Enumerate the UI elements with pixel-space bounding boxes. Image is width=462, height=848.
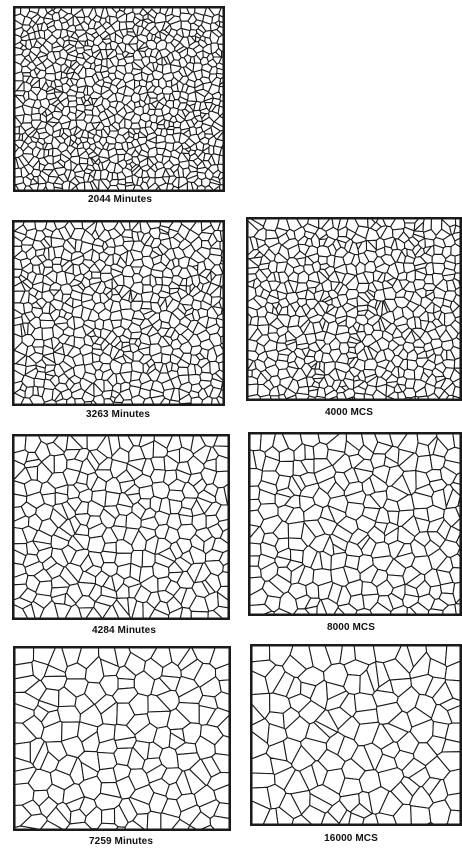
panel-caption: 16000 MCS bbox=[324, 833, 378, 844]
grain-cell bbox=[197, 185, 206, 190]
grain-cell bbox=[429, 800, 451, 824]
grain-cell bbox=[112, 172, 118, 179]
grain-boundaries bbox=[252, 646, 460, 824]
grain-cell bbox=[177, 367, 188, 376]
grain-cell bbox=[58, 706, 81, 722]
micrograph-panel-16000-mcs bbox=[250, 644, 462, 826]
grain-cell bbox=[454, 358, 460, 369]
grain-cell bbox=[250, 566, 261, 578]
grain-cell bbox=[354, 393, 364, 399]
grain-cell bbox=[248, 370, 252, 377]
grain-cell bbox=[92, 272, 101, 278]
grain-cell bbox=[15, 126, 19, 133]
grain-cell bbox=[31, 113, 40, 120]
grain-cell bbox=[270, 396, 279, 399]
grain-cell bbox=[418, 396, 429, 399]
panel-caption: 4284 Minutes bbox=[92, 625, 156, 636]
grain-cell bbox=[440, 582, 454, 594]
grain-cell bbox=[145, 120, 151, 127]
grain-boundaries bbox=[250, 434, 460, 614]
grain-cell bbox=[37, 24, 42, 31]
panel-caption: 8000 MCS bbox=[327, 622, 375, 633]
grain-cell bbox=[216, 455, 228, 471]
grain-structure-image bbox=[15, 648, 229, 829]
grain-cell bbox=[222, 51, 223, 57]
panel-caption: 3263 Minutes bbox=[86, 409, 150, 420]
grain-cell bbox=[296, 393, 310, 399]
grain-cell bbox=[117, 184, 126, 190]
grain-cell bbox=[34, 378, 45, 387]
grain-cell bbox=[221, 336, 223, 344]
grain-cell bbox=[313, 442, 328, 458]
micrograph-panel-3263-minutes bbox=[12, 220, 225, 406]
grain-cell bbox=[180, 607, 191, 618]
micrograph-panel-2044-minutes bbox=[13, 6, 225, 192]
grain-cell bbox=[79, 158, 87, 164]
grain-cell bbox=[455, 604, 460, 614]
grain-cell bbox=[250, 434, 261, 451]
grain-cell bbox=[259, 263, 270, 270]
grain-boundaries bbox=[248, 219, 460, 399]
grain-structure-image bbox=[14, 222, 223, 404]
grain-cell bbox=[455, 254, 460, 264]
grain-cell bbox=[188, 364, 196, 375]
micrograph-panel-4284-minutes bbox=[12, 434, 230, 620]
grain-cell bbox=[218, 155, 223, 164]
grain-cell bbox=[191, 397, 203, 404]
grain-cell bbox=[200, 372, 213, 381]
micrograph-panel-7259-minutes bbox=[13, 646, 231, 831]
grain-cell bbox=[220, 287, 223, 298]
grain-cell bbox=[432, 254, 446, 263]
grain-cell bbox=[222, 308, 223, 314]
grain-cell bbox=[84, 401, 91, 404]
grain-cell bbox=[179, 514, 193, 524]
panel-caption: 4000 MCS bbox=[325, 407, 373, 418]
grain-cell bbox=[252, 646, 270, 662]
grain-structure-image bbox=[248, 219, 460, 399]
grain-cell bbox=[97, 823, 118, 829]
grain-boundaries bbox=[14, 436, 228, 618]
grain-structure-image bbox=[15, 8, 223, 190]
grain-structure-image bbox=[14, 436, 228, 618]
grain-cell bbox=[147, 811, 161, 829]
micrograph-panel-4000-mcs bbox=[246, 217, 462, 401]
micrograph-panel-8000-mcs bbox=[248, 432, 462, 616]
grain-cell bbox=[116, 827, 125, 829]
grain-boundaries bbox=[15, 8, 223, 190]
grain-cell bbox=[411, 806, 431, 824]
grain-cell bbox=[365, 261, 376, 272]
grain-structure-image bbox=[252, 646, 460, 824]
panel-caption: 7259 Minutes bbox=[89, 836, 153, 847]
grain-cell bbox=[46, 182, 54, 190]
grain-cell bbox=[102, 808, 115, 823]
grain-cell bbox=[219, 185, 223, 190]
grain-cell bbox=[191, 611, 208, 618]
grain-cell bbox=[405, 398, 411, 399]
grain-cell bbox=[53, 183, 62, 188]
grain-cell bbox=[139, 486, 154, 500]
grain-boundaries bbox=[14, 222, 223, 404]
grain-cell bbox=[101, 551, 117, 563]
grain-structure-image bbox=[250, 434, 460, 614]
grain-cell bbox=[75, 398, 85, 404]
grain-cell bbox=[210, 816, 229, 829]
panel-caption: 2044 Minutes bbox=[88, 194, 152, 205]
grain-cell bbox=[180, 403, 191, 404]
grain-boundaries bbox=[15, 648, 229, 829]
grain-cell bbox=[250, 543, 261, 556]
